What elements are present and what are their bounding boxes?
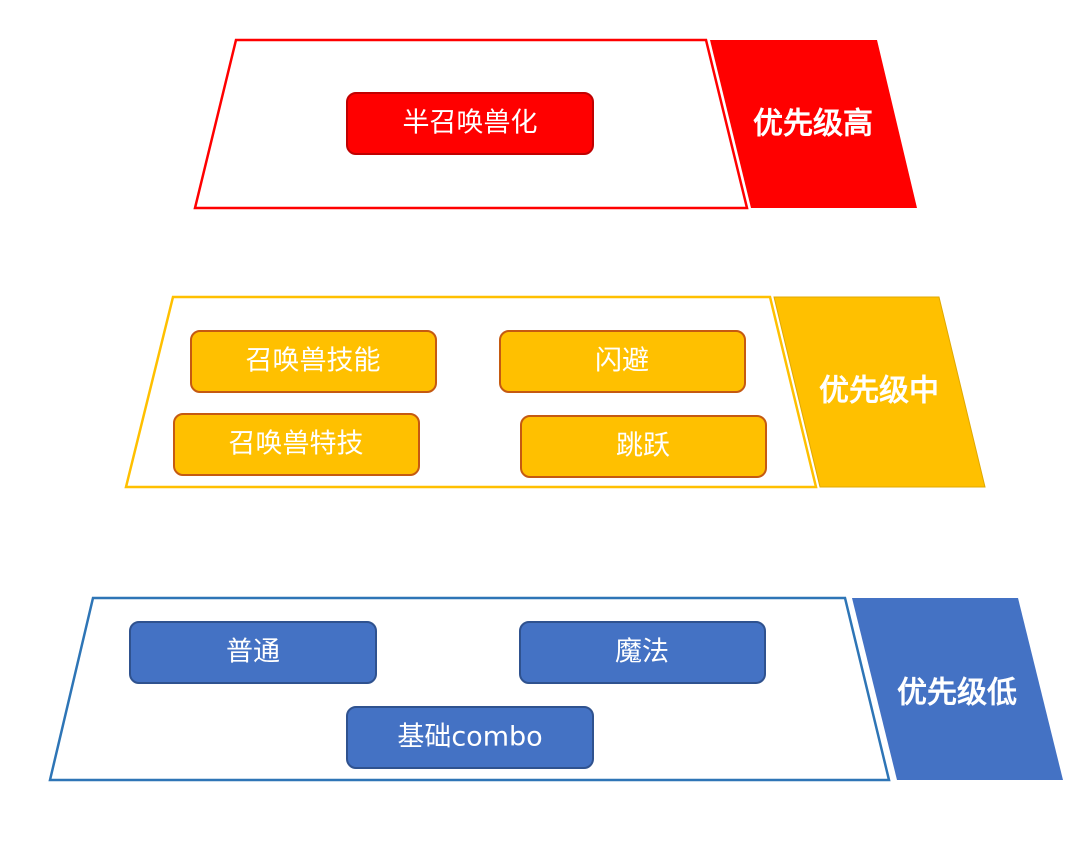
tier-mid-item-label: 召唤兽特技	[229, 429, 364, 460]
tier-low-item-label: 基础combo	[397, 722, 542, 753]
tier-high-item-label: 半召唤兽化	[403, 108, 538, 139]
tier-low-item-box	[519, 621, 766, 684]
tier-high: 优先级高 半召唤兽化	[193, 38, 917, 210]
tier-low-tag	[852, 598, 1063, 780]
tier-mid-item-label: 召唤兽技能	[246, 346, 381, 377]
tier-mid-item-label: 闪避	[595, 346, 649, 377]
tier-low-item-label: 魔法	[615, 637, 669, 668]
tier-mid-item-box	[173, 413, 420, 476]
tier-low: 优先级低 普通 魔法 基础combo	[48, 596, 1063, 782]
tier-mid-item-box	[190, 330, 437, 393]
tier-mid-item-box	[520, 415, 767, 478]
tier-mid-tag	[773, 296, 986, 488]
tier-low-item-box	[129, 621, 377, 684]
tier-low-item-label: 普通	[226, 637, 280, 668]
tier-mid-item-label: 跳跃	[616, 431, 670, 462]
tier-high-tag	[710, 40, 917, 208]
tier-high-item-box	[346, 92, 594, 155]
tier-mid-label: 优先级中	[819, 374, 939, 409]
tier-high-label: 优先级高	[753, 107, 873, 142]
tier-mid-item-box	[499, 330, 746, 393]
tier-mid: 优先级中 召唤兽技能 闪避 召唤兽特技 跳跃	[124, 295, 986, 489]
tier-low-item-box	[346, 706, 594, 769]
tier-low-label: 优先级低	[897, 676, 1017, 711]
